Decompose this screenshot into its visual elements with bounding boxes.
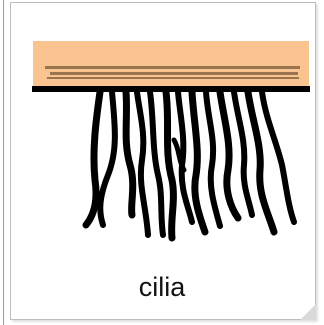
page-curl [300, 304, 316, 320]
cilia-strands [86, 92, 294, 238]
cilium [126, 92, 133, 215]
cilium [150, 92, 163, 235]
cilium [100, 92, 115, 225]
membrane-baseline [32, 86, 310, 92]
cilium [206, 92, 220, 226]
card-label: cilia [0, 274, 324, 301]
cilium [192, 92, 205, 232]
membrane-stipple [45, 66, 300, 79]
cilium [166, 92, 173, 238]
cilium [137, 92, 148, 235]
